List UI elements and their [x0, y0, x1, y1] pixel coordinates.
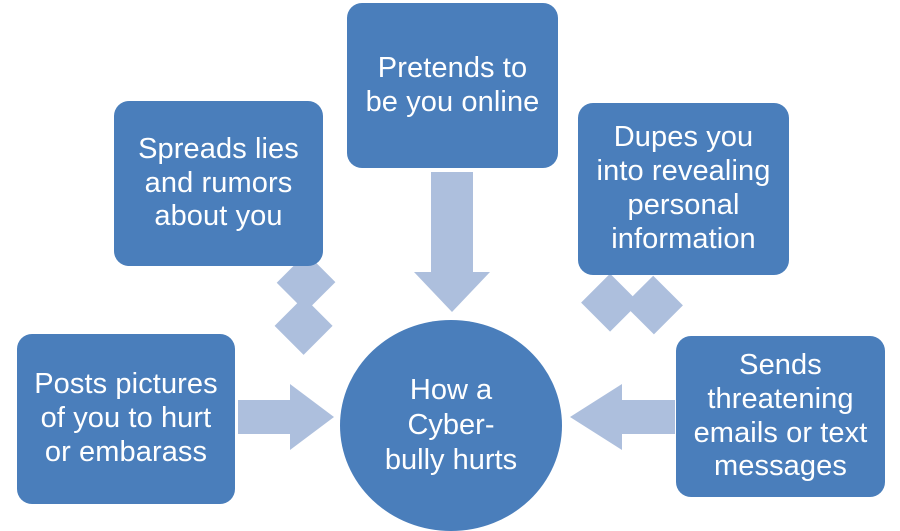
arrow-spreads-lies-to-center — [274, 253, 336, 355]
node-pretends-label: Pretends to be you online — [365, 51, 540, 118]
arrow-pretends-to-center — [414, 172, 490, 312]
center-node-label: How a Cyber- bully hurts — [384, 374, 518, 476]
node-dupes-label: Dupes you into revealing personal inform… — [596, 121, 771, 255]
node-sends-threatening-messages[interactable]: Sends threatening emails or text message… — [676, 336, 885, 497]
node-spreads-lies[interactable]: Spreads lies and rumors about you — [114, 101, 323, 266]
node-spreads-lies-label: Spreads lies and rumors about you — [138, 132, 299, 233]
node-posts-pictures[interactable]: Posts pictures of you to hurt or embaras… — [17, 334, 235, 504]
arrow-posts-pictures-to-center — [238, 384, 334, 450]
center-node-how-a-cyberbully-hurts[interactable]: How a Cyber- bully hurts — [340, 320, 562, 531]
node-pretends-to-be-you-online[interactable]: Pretends to be you online — [347, 3, 558, 168]
node-posts-pictures-label: Posts pictures of you to hurt or embaras… — [34, 368, 218, 468]
node-dupes-you-into-revealing-personal-information[interactable]: Dupes you into revealing personal inform… — [578, 103, 789, 275]
arrow-sends-threats-to-center — [570, 384, 675, 450]
node-sends-threats-label: Sends threatening emails or text message… — [693, 348, 868, 483]
